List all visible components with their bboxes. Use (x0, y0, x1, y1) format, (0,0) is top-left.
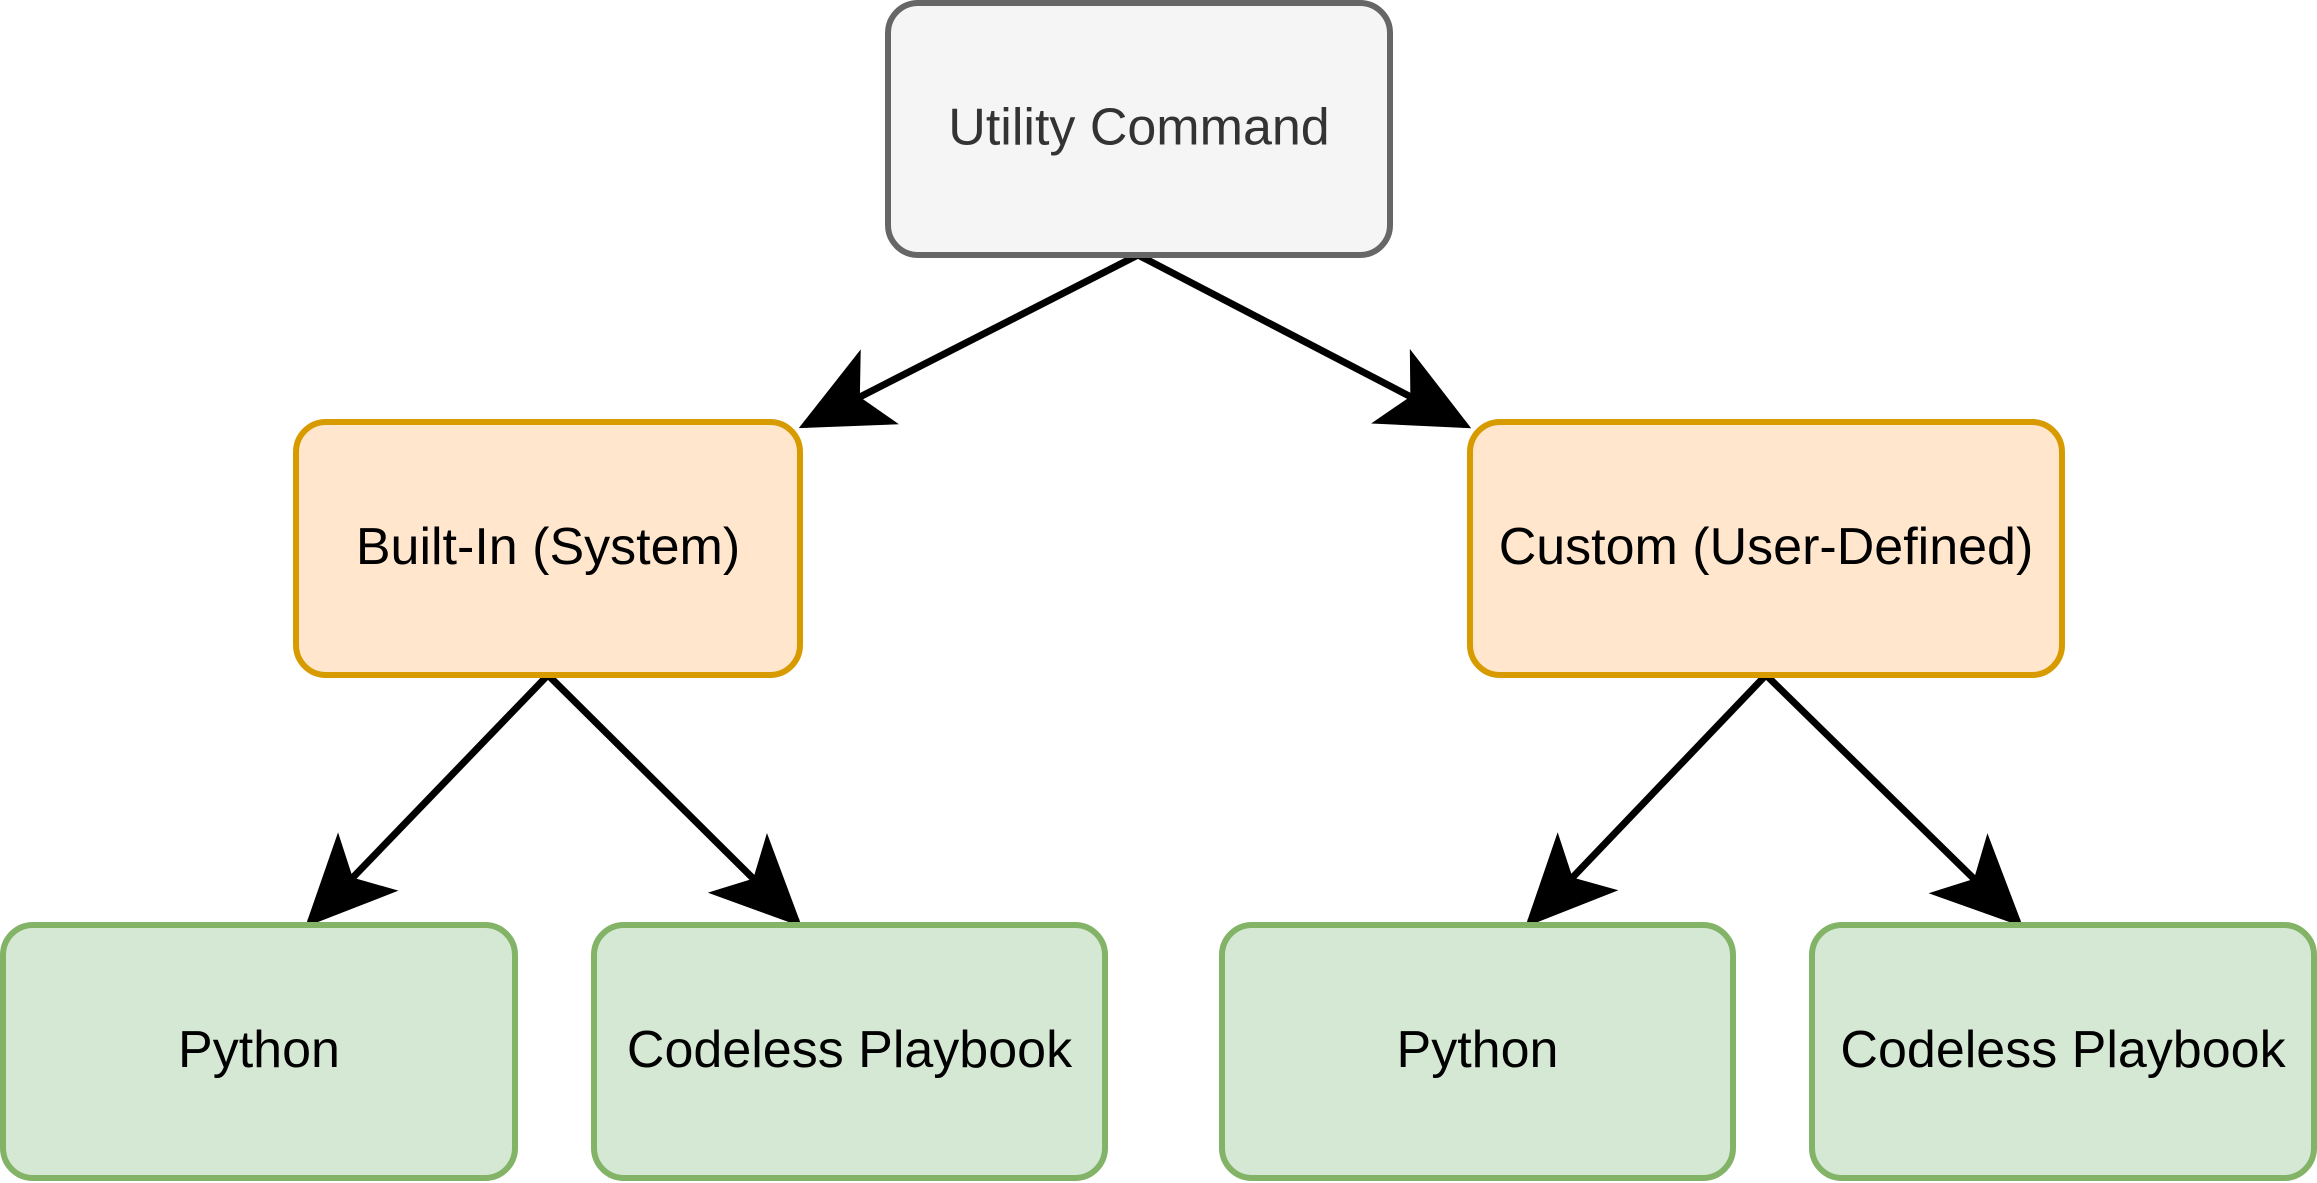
node-builtin-codeless-playbook-label: Codeless Playbook (627, 1021, 1073, 1079)
node-custom-codeless-playbook-shape[interactable] (1809, 922, 2317, 1181)
edge-root-to-builtin (798, 251, 1140, 429)
node-builtin-codeless-playbook-shape[interactable] (591, 922, 1108, 1181)
node-builtin-python-label: Python (178, 1021, 340, 1079)
node-builtin-python-shape[interactable] (0, 922, 518, 1181)
edge-custom-to-codeless (1763, 672, 2023, 927)
node-built-in-system[interactable]: Built-In (System) (293, 419, 803, 678)
node-builtin-codeless-playbook[interactable]: Codeless Playbook (591, 922, 1108, 1181)
node-built-in-system-shape[interactable] (293, 419, 803, 678)
node-custom-python[interactable]: Python (1219, 922, 1736, 1181)
edge-builtin-to-codeless (545, 672, 802, 927)
edges-layer (305, 251, 2023, 928)
node-custom-codeless-playbook[interactable]: Codeless Playbook (1809, 922, 2317, 1181)
node-custom-user-defined-shape[interactable] (1467, 419, 2065, 678)
node-custom-python-shape[interactable] (1219, 922, 1736, 1181)
node-utility-command-shape[interactable] (885, 0, 1393, 258)
edge-builtin-to-python (305, 672, 551, 928)
node-custom-user-defined[interactable]: Custom (User-Defined) (1467, 419, 2065, 678)
node-custom-python-label: Python (1397, 1021, 1559, 1079)
node-utility-command[interactable]: Utility Command (885, 0, 1393, 258)
node-custom-codeless-playbook-label: Codeless Playbook (1840, 1021, 2286, 1079)
edge-root-to-custom (1136, 251, 1472, 429)
node-built-in-system-label: Built-In (System) (356, 518, 740, 576)
node-custom-user-defined-label: Custom (User-Defined) (1499, 518, 2034, 576)
edge-custom-to-python (1525, 672, 1769, 928)
node-utility-command-label: Utility Command (948, 99, 1329, 157)
node-builtin-python[interactable]: Python (0, 922, 518, 1181)
